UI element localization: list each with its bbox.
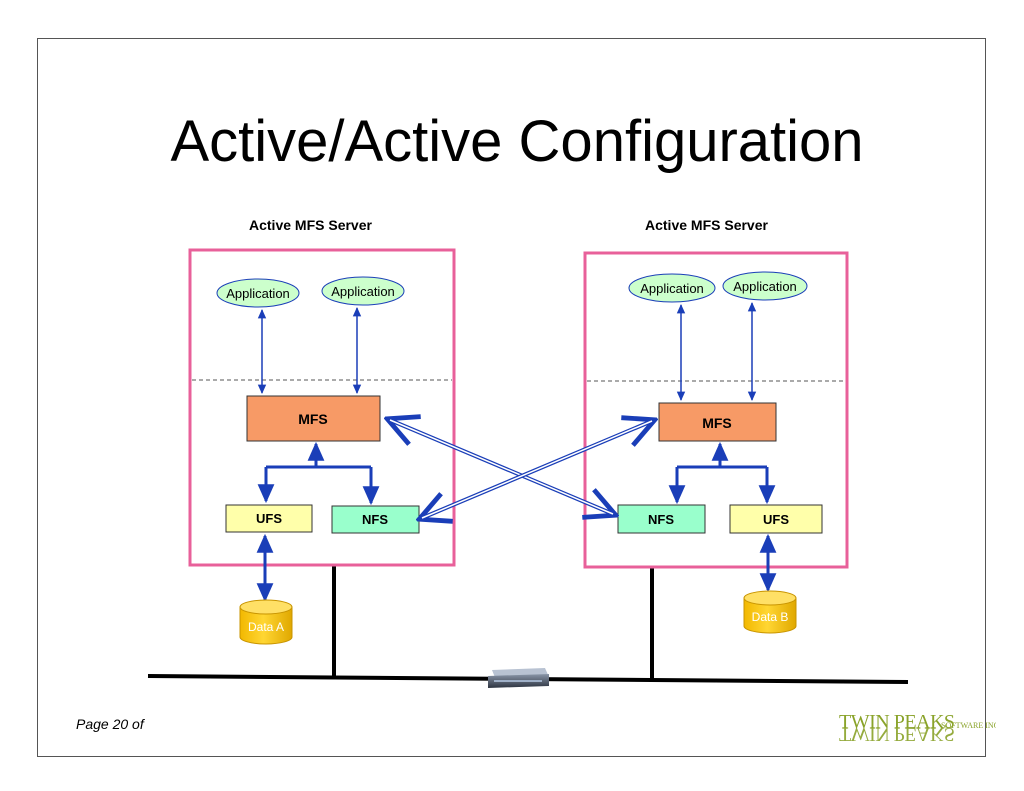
ufs-label: UFS [763,512,789,527]
application-label: Application [733,279,797,294]
data-label: Data A [248,620,284,634]
slide-title: Active/Active Configuration [170,109,864,174]
nfs-label: NFS [362,512,388,527]
ufs-label: UFS [256,511,282,526]
mfs-label: MFS [298,411,328,427]
application-label: Application [331,284,395,299]
application-node [321,276,405,306]
server-left-label: Active MFS Server [249,217,372,233]
application-node [722,271,808,301]
application-node [216,278,300,308]
page-footer: Page 20 of [76,716,144,732]
logo-name: TWIN PEAKS [839,711,955,733]
cross-link-right-mfs-to-left-nfs [422,421,652,518]
logo-reflection: TWIN PEAKS [839,723,955,745]
database-icon [743,590,797,634]
database-icon [239,599,293,645]
slide-frame [37,38,986,757]
logo-suffix: SOFTWARE INC. [941,721,996,730]
twin-peaks-logo: TWIN PEAKS SOFTWARE INC. TWIN PEAKS [839,711,996,745]
server-left-box [188,248,456,567]
application-label: Application [226,286,290,301]
mfs-node [246,395,381,442]
server-right-label: Active MFS Server [645,217,768,233]
mfs-label: MFS [702,415,732,431]
application-node [628,273,716,303]
nfs-label: NFS [648,512,674,527]
mfs-node [658,402,777,442]
ufs-node [729,504,823,534]
server-right-box [583,251,849,569]
ufs-node [225,504,313,533]
cross-link-left-mfs-to-right-nfs [390,420,613,514]
data-label: Data B [752,610,789,624]
application-label: Application [640,281,704,296]
network-switch-icon [488,668,549,688]
